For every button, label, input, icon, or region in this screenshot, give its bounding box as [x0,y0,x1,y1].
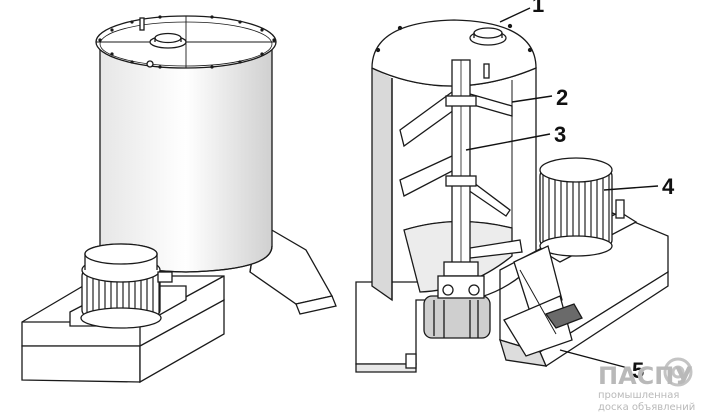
gear-icon [663,357,693,387]
watermark-brand: ПАСПУ [598,362,693,390]
agitator-shaft [443,59,479,325]
support-leg [405,353,417,369]
bottom-drive [423,275,491,339]
callout-5: 5 [632,358,644,383]
discharge-valve [503,245,583,357]
watermark-tagline-1: промышленная [598,390,679,401]
leader-4 [603,185,659,191]
tank-lid [95,15,277,69]
tank-lid-cutaway [371,19,537,87]
watermark-tagline-2: доска объявлений [598,402,695,413]
callout-4: 4 [662,174,675,199]
leader-2 [511,95,553,103]
callout-leaders [465,7,659,369]
leader-3 [465,133,551,151]
leader-1 [499,7,531,23]
callout-labels: 1 2 3 4 5 [532,0,675,383]
exterior-view [21,15,337,384]
callout-1: 1 [532,0,544,17]
lid-bolts [98,15,276,69]
leader-5 [559,349,629,369]
motor-right [538,157,638,263]
watermark: ПАСПУ промышленная доска объявлений [598,357,695,413]
tank-cylinder [99,48,273,273]
motor-left [80,243,173,329]
cutaway-view [355,19,669,373]
callout-3: 3 [554,122,566,147]
callout-2: 2 [556,85,568,110]
